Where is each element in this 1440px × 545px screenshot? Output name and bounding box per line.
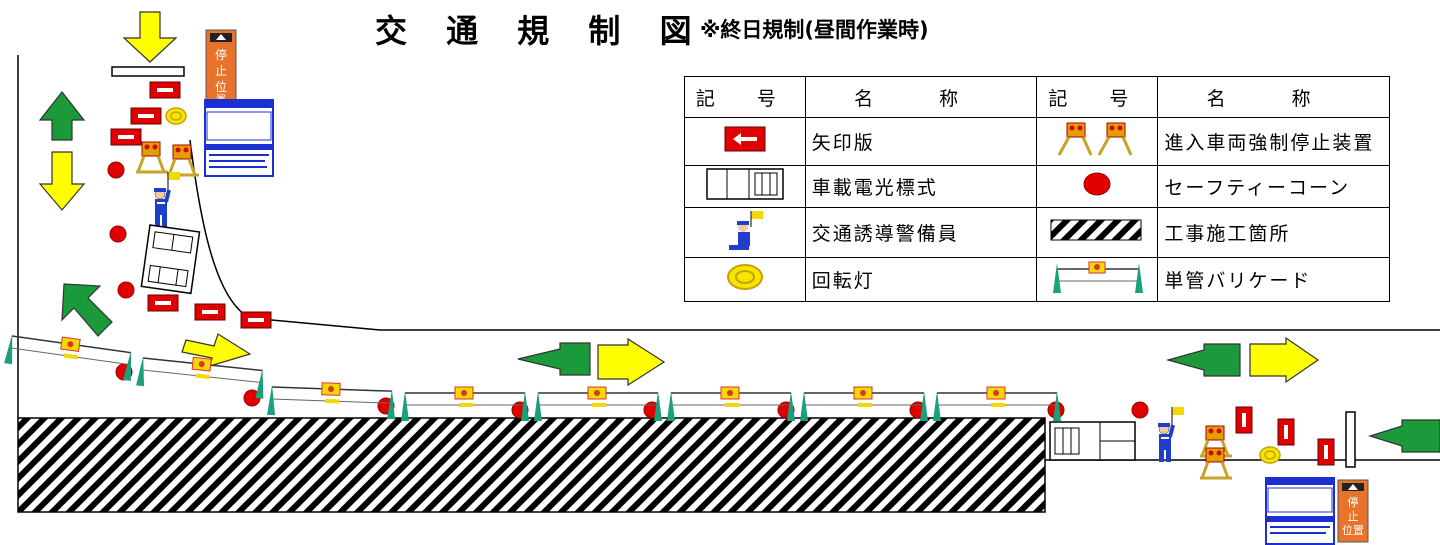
legend-row: 交通誘導警備員 工事施工箇所 <box>684 206 1390 259</box>
vehicle-mounted-sign <box>140 224 201 295</box>
pipe-barricades <box>3 328 1062 422</box>
svg-text:位置: 位置 <box>1342 523 1364 537</box>
page-subtitle: ※終日規制(昼間作業時) <box>700 18 929 42</box>
yellow-arrow-down <box>122 11 178 63</box>
vehicle-mounted-sign <box>1049 421 1136 461</box>
stop-position-sign: 停 止 位 置 <box>205 29 237 106</box>
green-arrow-upleft <box>61 283 113 337</box>
arrow-board-icon <box>684 116 806 167</box>
legend-header-row: 記 号 名 称 記 号 名 称 <box>684 76 1390 118</box>
traffic-guard <box>1156 405 1186 464</box>
stop-line <box>111 66 185 77</box>
legend-table: 記 号 名 称 記 号 名 称 矢印版 進入車両強制停止装置 車載電光標式 セー… <box>684 76 1390 302</box>
legend-row: 車載電光標式 セーフティーコーン <box>684 165 1390 208</box>
svg-text:止: 止 <box>215 64 227 78</box>
legend-header-symbol: 記 号 <box>684 76 806 118</box>
svg-text:止: 止 <box>1348 510 1359 523</box>
yellow-arrow-right <box>1249 336 1320 384</box>
rotating-light <box>165 107 187 125</box>
svg-text:停: 停 <box>1348 495 1359 509</box>
legend-header-name: 名 称 <box>1157 76 1390 118</box>
arrows <box>38 11 1440 453</box>
legend-row: 矢印版 進入車両強制停止装置 <box>684 116 1390 167</box>
yellow-arrow-right <box>181 333 252 367</box>
pipe-barricade-icon <box>1036 257 1159 302</box>
construction-site-icon <box>1036 206 1159 259</box>
safety-cone-icon <box>1036 165 1159 208</box>
legend-row: 回転灯 単管バリケード <box>684 257 1390 302</box>
green-arrow-up <box>38 91 86 141</box>
vehicle-mounted-sign-icon <box>684 165 806 208</box>
legend-header-name: 名 称 <box>804 76 1038 118</box>
yellow-arrow-right <box>597 337 666 387</box>
svg-text:位: 位 <box>215 79 227 94</box>
rotating-light <box>1259 446 1281 464</box>
green-arrow-left <box>517 342 591 376</box>
traffic-guard <box>152 170 182 229</box>
page-title: 交 通 規 制 図 <box>375 12 706 50</box>
legend-item-name: 交通誘導警備員 <box>804 206 1038 259</box>
legend-header-symbol: 記 号 <box>1036 76 1159 118</box>
green-arrow-left <box>1367 419 1440 453</box>
legend-item-name: 単管バリケード <box>1157 257 1390 302</box>
legend-item-name: セーフティーコーン <box>1157 165 1390 208</box>
stop-position-text-1: 停 <box>215 47 227 62</box>
stop-position-sign: 停 止 位置 <box>1337 479 1369 543</box>
rotating-light-icon <box>684 257 806 302</box>
legend-item-name: 回転灯 <box>804 257 1038 302</box>
legend-item-name: 車載電光標式 <box>804 165 1038 208</box>
legend-item-name: 進入車両強制停止装置 <box>1157 116 1390 167</box>
notice-board <box>204 99 274 177</box>
legend-item-name: 工事施工箇所 <box>1157 206 1390 259</box>
forced-stop-device-icon <box>1036 116 1159 167</box>
green-arrow-left <box>1165 343 1241 377</box>
legend-item-name: 矢印版 <box>804 116 1038 167</box>
construction-site <box>17 417 1440 513</box>
notice-board <box>1265 477 1335 545</box>
stop-line <box>1345 411 1356 468</box>
traffic-guard-icon <box>684 206 806 259</box>
yellow-arrow-down <box>38 151 86 211</box>
